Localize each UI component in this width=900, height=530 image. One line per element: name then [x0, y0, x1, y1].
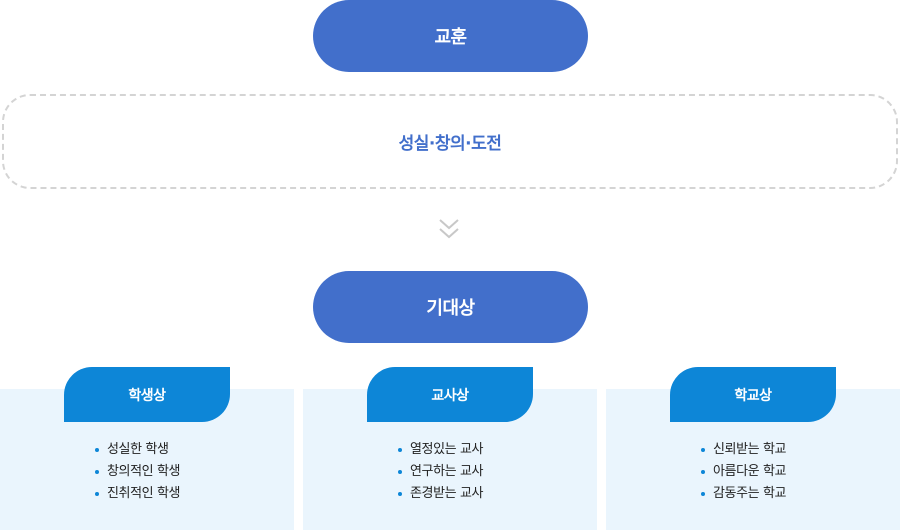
- list-item: 진취적인 학생: [95, 483, 199, 505]
- list-item: 열정있는 교사: [398, 439, 502, 461]
- card-title-tab: 교사상: [367, 367, 533, 422]
- card-title: 학생상: [128, 387, 166, 404]
- list-item: 존경받는 교사: [398, 483, 502, 505]
- card-item-list: 열정있는 교사 연구하는 교사 존경받는 교사: [303, 439, 597, 505]
- list-item: 아름다운 학교: [701, 461, 805, 483]
- teacher-vision-card: 교사상 열정있는 교사 연구하는 교사 존경받는 교사: [303, 367, 597, 530]
- school-vision-card: 학교상 신뢰받는 학교 아름다운 학교 감동주는 학교: [606, 367, 900, 530]
- card-title: 교사상: [431, 387, 469, 404]
- card-item-list: 신뢰받는 학교 아름다운 학교 감동주는 학교: [606, 439, 900, 505]
- vision-label: 기대상: [426, 298, 475, 319]
- vision-label-pill: 기대상: [313, 271, 588, 343]
- list-item: 창의적인 학생: [95, 461, 199, 483]
- list-item: 감동주는 학교: [701, 483, 805, 505]
- motto-value: 성실·창의·도전: [398, 134, 502, 154]
- motto-label-pill: 교훈: [313, 0, 588, 72]
- card-item-list: 성실한 학생 창의적인 학생 진취적인 학생: [0, 439, 294, 505]
- list-item: 연구하는 교사: [398, 461, 502, 483]
- card-title-tab: 학생상: [64, 367, 230, 422]
- card-title: 학교상: [734, 387, 772, 404]
- card-title-tab: 학교상: [670, 367, 836, 422]
- motto-label: 교훈: [434, 27, 467, 48]
- double-chevron-down-icon: [439, 219, 459, 239]
- list-item: 신뢰받는 학교: [701, 439, 805, 461]
- student-vision-card: 학생상 성실한 학생 창의적인 학생 진취적인 학생: [0, 367, 294, 530]
- motto-value-box: 성실·창의·도전: [2, 94, 898, 189]
- list-item: 성실한 학생: [95, 439, 199, 461]
